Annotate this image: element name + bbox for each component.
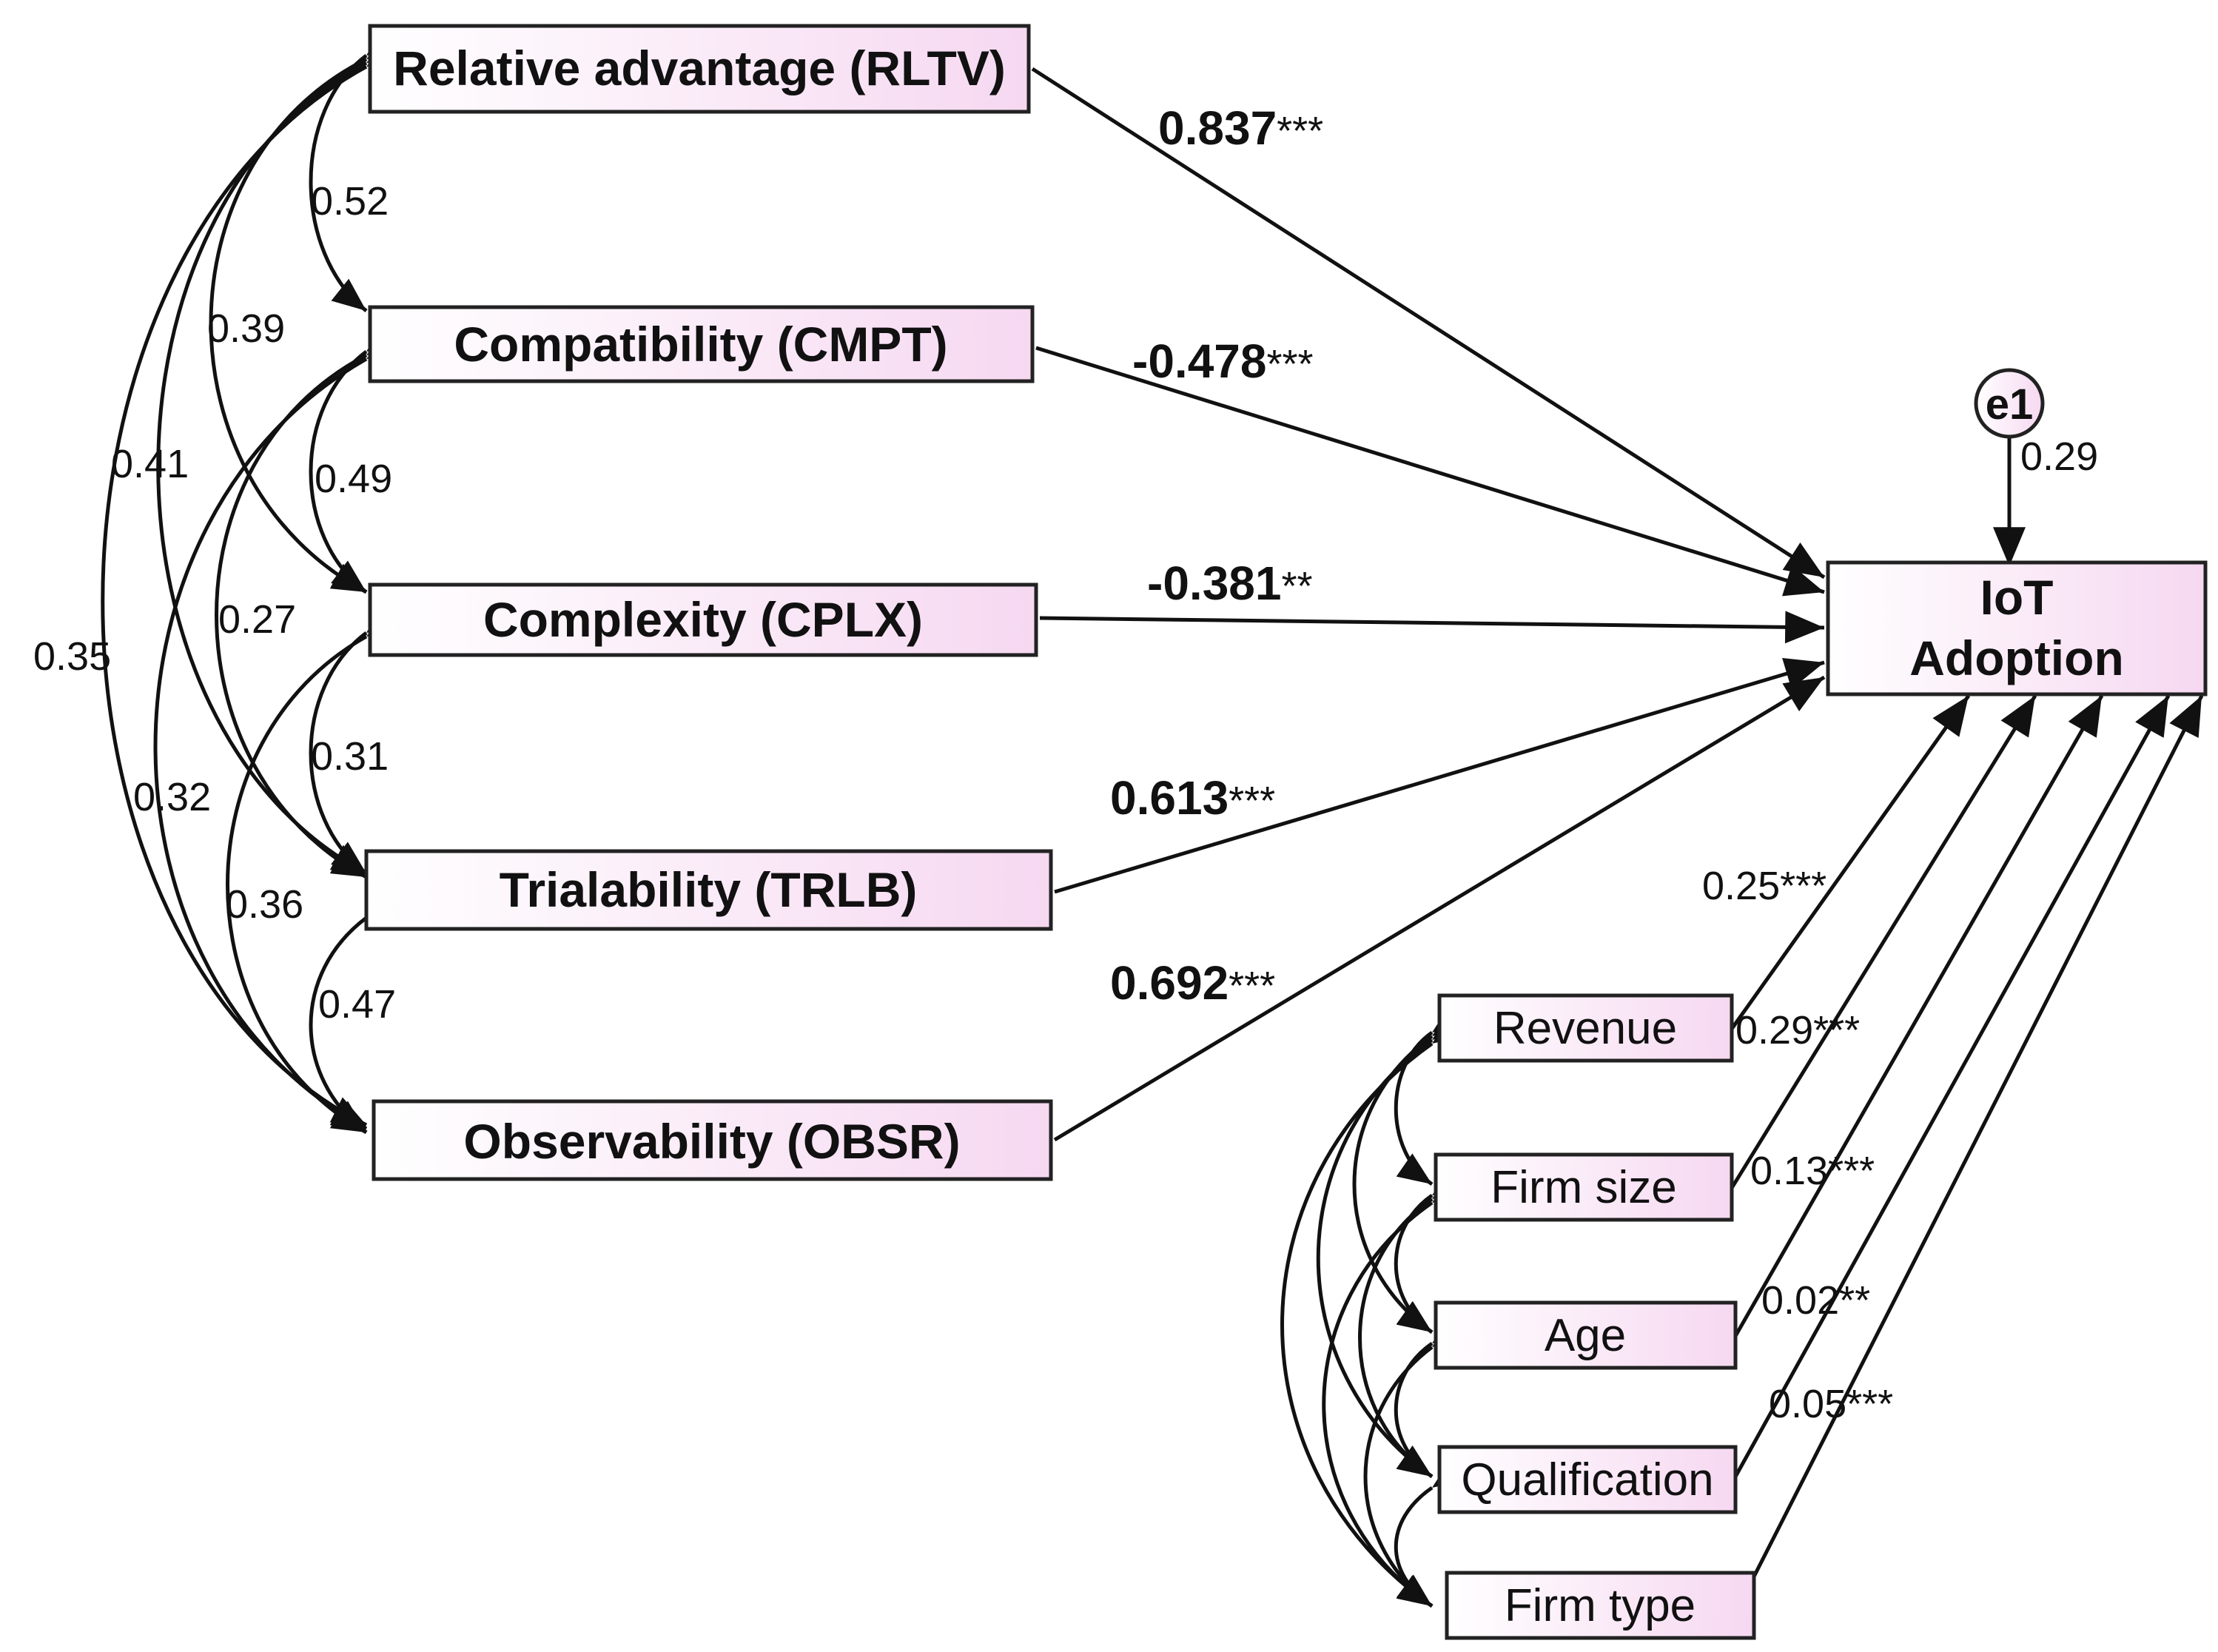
error-label: e1 <box>1986 380 2034 429</box>
error-circle <box>1974 368 2045 439</box>
covariance-arc-trlb-obsr <box>309 886 402 1134</box>
outcome-label-line2: Adoption <box>1909 631 2124 685</box>
control-box-age: Age <box>1434 1300 1738 1370</box>
covariance-arc-cmpt-obsr <box>153 329 403 1131</box>
path-arrow-cplx <box>1039 611 1825 644</box>
covariance-arc-qualification-firmtype <box>1394 1457 1468 1608</box>
control-label-age: Age <box>1545 1310 1626 1361</box>
predictor-box-cplx: Complexity (CPLX) <box>368 582 1038 657</box>
covariance-arc-revenue-firmtype <box>1280 1013 1468 1608</box>
outcome-box: IoT Adoption <box>1826 560 2208 696</box>
corr-label-rltv-cplx: 0.39 <box>207 306 285 351</box>
control-paths <box>1730 694 2204 1578</box>
control-coefficients: 0.25*** 0.29*** 0.13*** 0.02** 0.05*** <box>1702 864 1893 1426</box>
corr-label-cplx-trlb: 0.31 <box>311 734 389 779</box>
control-box-firmtype: Firm type <box>1445 1571 1756 1640</box>
corr-label-rltv-trlb: 0.41 <box>111 442 189 486</box>
path-coef-cplx: -0.381** <box>1147 557 1313 610</box>
path-coef-qualification: 0.02** <box>1761 1278 1870 1323</box>
path-arrow-trlb <box>1054 657 1825 894</box>
control-covariances <box>1280 1001 1468 1608</box>
control-label-qualification: Qualification <box>1461 1454 1713 1505</box>
path-arrow-rltv <box>1031 67 1826 580</box>
predictor-box-rltv: Relative advantage (RLTV) <box>368 24 1031 114</box>
covariance-arc-firmsize-firmtype <box>1322 1172 1468 1608</box>
predictor-coefficients: 0.837*** -0.478*** -0.381** 0.613*** 0.6… <box>1110 101 1323 1010</box>
path-coef-revenue: 0.25*** <box>1702 864 1827 908</box>
corr-label-rltv-obsr: 0.35 <box>33 634 111 679</box>
corr-label-cmpt-cplx: 0.49 <box>315 457 392 501</box>
path-coef-cmpt: -0.478*** <box>1132 335 1314 388</box>
control-box-revenue: Revenue <box>1437 993 1734 1063</box>
path-coef-age: 0.13*** <box>1750 1149 1875 1193</box>
error-term: e1 0.29 <box>1974 368 2098 566</box>
control-label-firmtype: Firm type <box>1505 1580 1696 1631</box>
predictor-label-obsr: Observability (OBSR) <box>463 1114 960 1169</box>
path-arrow-firmtype <box>1752 694 2204 1578</box>
covariance-arc-cplx-obsr <box>226 608 403 1135</box>
predictor-box-cmpt: Compatibility (CMPT) <box>368 305 1035 383</box>
corr-label-cplx-obsr: 0.36 <box>226 882 303 927</box>
predictor-paths <box>1031 67 1826 1142</box>
corr-label-cmpt-obsr: 0.32 <box>133 775 211 819</box>
control-label-revenue: Revenue <box>1493 1003 1677 1054</box>
predictor-label-rltv: Relative advantage (RLTV) <box>393 41 1006 95</box>
path-coef-firmtype: 0.05*** <box>1769 1382 1893 1426</box>
path-arrow-age <box>1733 694 2104 1337</box>
predictor-box-trlb: Trialability (TRLB) <box>364 849 1053 931</box>
path-arrow-obsr <box>1053 675 1826 1142</box>
path-coef-trlb: 0.613*** <box>1110 771 1275 825</box>
path-coef-firmsize: 0.29*** <box>1735 1008 1860 1052</box>
path-arrow-qualification <box>1733 694 2171 1478</box>
corr-label-rltv-cmpt: 0.52 <box>311 179 389 224</box>
error-variance-value: 0.29 <box>2020 434 2098 479</box>
corr-label-trlb-obsr: 0.47 <box>318 982 396 1027</box>
covariance-arc-rltv-obsr <box>101 38 403 1127</box>
predictor-box-obsr: Observability (OBSR) <box>372 1099 1053 1181</box>
path-coef-obsr: 0.692*** <box>1110 956 1275 1010</box>
path-arrow-revenue <box>1730 694 1971 1030</box>
correlation-labels: 0.52 0.39 0.41 0.35 0.49 0.27 0.32 0.31 … <box>33 179 396 1027</box>
predictor-covariances <box>101 24 403 1135</box>
corr-label-cmpt-trlb: 0.27 <box>218 597 296 642</box>
path-coef-rltv: 0.837*** <box>1158 101 1323 155</box>
predictor-label-trlb: Trialability (TRLB) <box>500 862 918 917</box>
control-label-firmsize: Firm size <box>1491 1162 1676 1213</box>
path-arrow-cmpt <box>1035 346 1825 597</box>
predictor-label-cplx: Complexity (CPLX) <box>483 592 923 647</box>
path-arrow-firmsize <box>1730 694 2037 1189</box>
predictor-label-cmpt: Compatibility (CMPT) <box>454 317 947 372</box>
control-box-qualification: Qualification <box>1437 1445 1738 1514</box>
outcome-label-line1: IoT <box>1980 570 2054 625</box>
control-box-firmsize: Firm size <box>1434 1152 1734 1222</box>
